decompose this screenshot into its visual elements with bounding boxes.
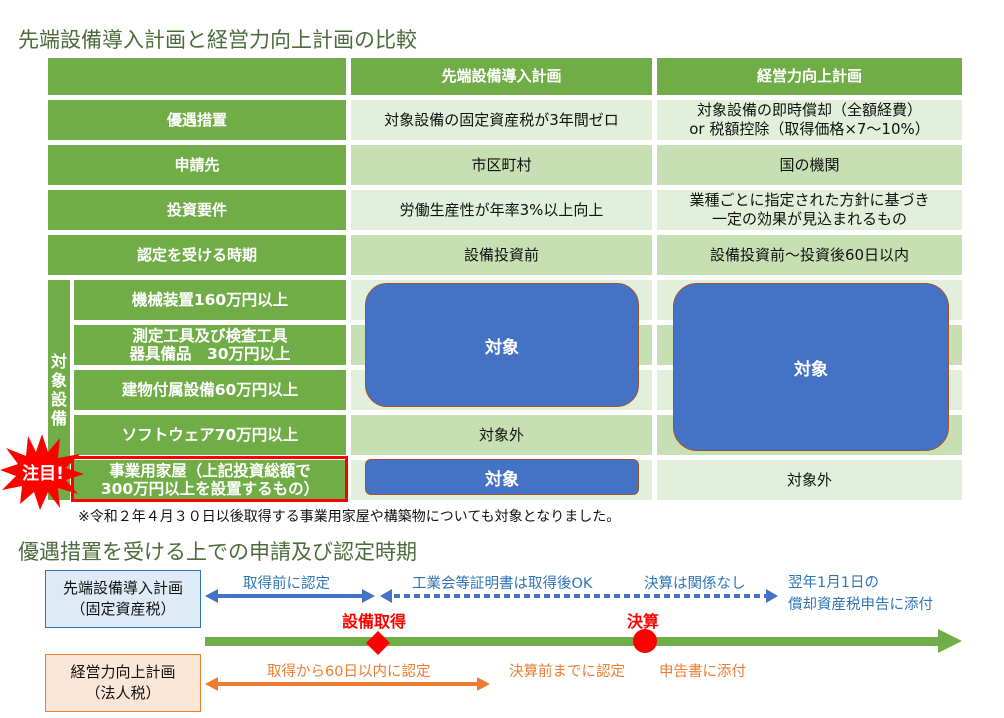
row-label-application-destination: 申請先 — [48, 145, 346, 185]
plan-box-advanced: 先端設備導入計画 （固定資産税） — [45, 570, 201, 628]
table-header-advanced-equipment-plan: 先端設備導入計画 — [351, 58, 652, 95]
label-certify-before-settlement: 決算前までに認定 — [509, 664, 625, 680]
plan-box-line: 経営力向上計画 — [70, 663, 176, 681]
cell-destination-advanced: 市区町村 — [351, 145, 652, 185]
label-line: 償却資産税申告に添付 — [788, 597, 933, 613]
cell-preferential-management: 対象設備の即時償却（全額経費） or 税額控除（取得価格×7〜10%） — [657, 100, 962, 140]
vlabel-char: 備 — [50, 409, 67, 428]
green-timeline-arrow-icon — [205, 629, 962, 653]
vlabel-char: 設 — [50, 390, 67, 409]
cell-requirements-management: 業種ごとに指定された方針に基づき 一定の効果が見込まれるもの — [657, 190, 962, 230]
settlement-circle-icon — [633, 629, 657, 653]
plan-box-line: （法人税） — [85, 684, 161, 702]
table-header-management-plan: 経営力向上計画 — [657, 58, 962, 95]
target-block-advanced-main: 対象 — [365, 283, 639, 407]
row-label-investment-requirements: 投資要件 — [48, 190, 346, 230]
label-attach-to-return: 申告書に添付 — [659, 664, 746, 680]
cell-preferential-advanced: 対象設備の固定資産税が3年間ゼロ — [351, 100, 652, 140]
cell-text-line: 一定の効果が見込まれるもの — [711, 210, 907, 228]
label-certificate-after-acquisition: 工業会等証明書は取得後OK — [412, 576, 593, 592]
cell-text-line: or 税額控除（取得価格×7〜10%） — [689, 120, 930, 138]
item-text-line: 測定工具及び検査工具 — [132, 327, 288, 345]
item-building-equipment: 建物付属設備60万円以上 — [74, 370, 346, 410]
vlabel-char: 象 — [50, 371, 67, 390]
starburst-callout-icon — [0, 434, 84, 510]
vlabel-char: 対 — [50, 352, 67, 371]
item-text-line: 300万円以上を設置するもの） — [100, 480, 320, 498]
blue-double-arrow-icon — [205, 589, 375, 603]
target-equipment-vertical-label: 対 象 設 備 — [48, 280, 70, 500]
row-label-preferential-measures: 優遇措置 — [48, 100, 346, 140]
milestone-equipment-acquisition: 設備取得 — [342, 612, 407, 631]
label-certify-before-acquisition: 取得前に認定 — [243, 576, 330, 592]
row-label-certification-timing: 認定を受ける時期 — [48, 235, 346, 275]
label-line: 翌年1月1日の — [788, 575, 879, 591]
label-settlement-irrelevant: 決算は関係なし — [644, 576, 746, 592]
label-certify-within-60-days: 取得から60日以内に認定 — [267, 664, 431, 680]
item-measuring-tools: 測定工具及び検査工具 器具備品 30万円以上 — [74, 325, 346, 365]
blue-dotted-arrow-icon — [380, 589, 778, 603]
item-machinery: 機械装置160万円以上 — [74, 280, 346, 320]
table-header-empty — [48, 58, 346, 95]
cell-text-line: 業種ごとに指定された方針に基づき — [689, 191, 930, 209]
section-title-timing: 優遇措置を受ける上での申請及び認定時期 — [18, 540, 417, 564]
plan-box-management: 経営力向上計画 （法人税） — [45, 654, 201, 712]
acquisition-diamond-icon — [366, 631, 390, 655]
cell-requirements-advanced: 労働生産性が年率3%以上向上 — [351, 190, 652, 230]
section-title-comparison: 先端設備導入計画と経営力向上計画の比較 — [18, 28, 417, 52]
cell-timing-advanced: 設備投資前 — [351, 235, 652, 275]
cell-timing-management: 設備投資前〜投資後60日以内 — [657, 235, 962, 275]
milestone-settlement: 決算 — [627, 612, 660, 631]
cell-building-management: 対象外 — [657, 460, 962, 500]
item-business-building: 事業用家屋（上記投資総額で 300万円以上を設置するもの） — [74, 460, 346, 500]
item-text-line: 器具備品 30万円以上 — [129, 345, 291, 363]
target-block-advanced-building: 対象 — [365, 459, 639, 495]
highlight-outline — [71, 456, 348, 502]
plan-box-line: 先端設備導入計画 — [62, 579, 183, 597]
callout-label: 注目! — [22, 464, 64, 484]
orange-double-arrow-icon — [205, 677, 490, 691]
target-block-management-main: 対象 — [673, 283, 949, 451]
item-software: ソフトウェア70万円以上 — [74, 415, 346, 455]
plan-box-line: （固定資産税） — [70, 600, 176, 618]
label-attach-depreciable-asset-return: 翌年1月1日の 償却資産税申告に添付 — [788, 572, 933, 616]
cell-software-advanced: 対象外 — [351, 415, 652, 455]
cell-destination-management: 国の機関 — [657, 145, 962, 185]
cell-text-line: 対象設備の即時償却（全額経費） — [696, 101, 922, 119]
item-text-line: 事業用家屋（上記投資総額で — [109, 462, 311, 480]
footnote: ※令和２年４月３０日以後取得する事業用家屋や構築物についても対象となりました。 — [78, 509, 621, 525]
